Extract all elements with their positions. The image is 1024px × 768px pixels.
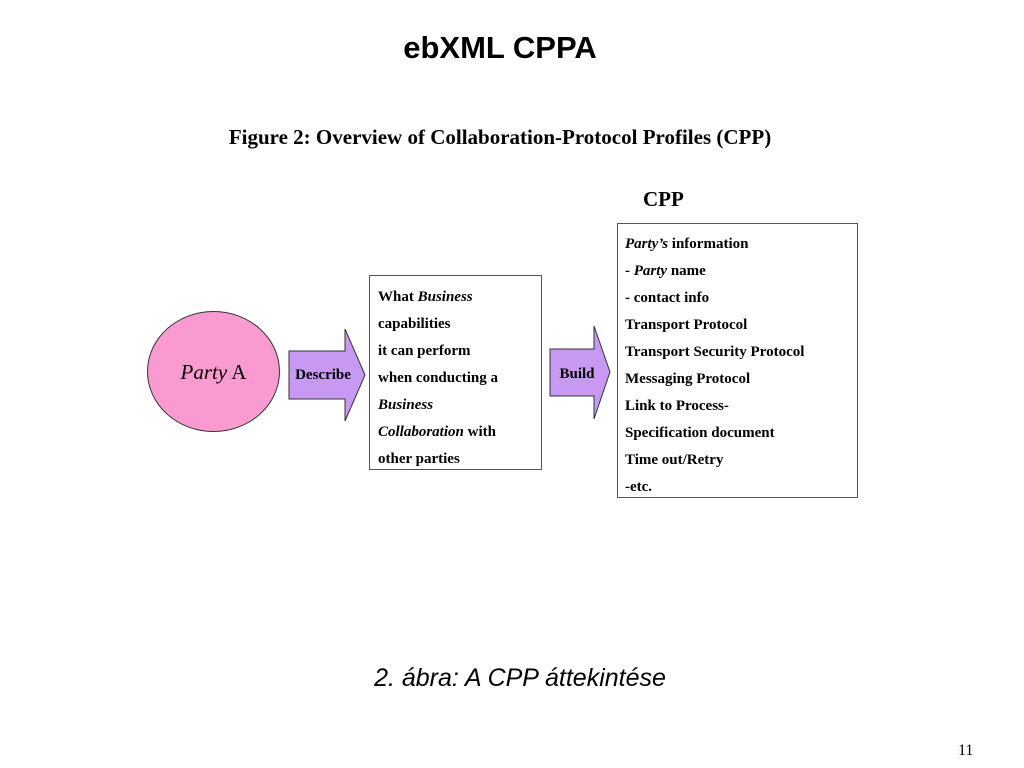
business-line-4: when conducting a — [378, 370, 499, 386]
cpp-line-1: Party’s information — [625, 236, 749, 252]
cpp-line-4: Transport Protocol — [625, 317, 748, 333]
cpp-label: CPP — [643, 187, 684, 211]
party-a-label: Party A — [180, 360, 247, 384]
business-line-1: What Business — [378, 289, 473, 305]
page-number: 11 — [958, 742, 974, 759]
build-arrow — [549, 325, 611, 420]
build-label: Build — [559, 366, 595, 382]
business-line-7: other parties — [378, 451, 460, 467]
cpp-line-2: - Party name — [625, 263, 706, 279]
cpp-line-5: Transport Security Protocol — [625, 344, 805, 360]
bottom-caption: 2. ábra: A CPP áttekintése — [374, 664, 666, 692]
build-arrow-shape — [549, 325, 611, 420]
describe-arrow-shape — [288, 328, 366, 422]
cpp-line-8: Specification document — [625, 425, 775, 441]
describe-arrow — [288, 328, 366, 422]
cpp-line-6: Messaging Protocol — [625, 371, 751, 387]
business-capabilities-box: What Business capabilities it can perfor… — [369, 275, 542, 470]
business-line-3: it can perform — [378, 343, 471, 359]
cpp-line-10: -etc. — [625, 479, 653, 495]
cpp-box: Party’s information - Party name - conta… — [617, 223, 858, 498]
slide-title: ebXML CPPA — [403, 30, 597, 65]
party-a-ellipse — [147, 311, 280, 432]
describe-label: Describe — [295, 367, 351, 383]
figure-caption: Figure 2: Overview of Collaboration-Prot… — [228, 125, 772, 149]
cpp-line-3: - contact info — [625, 290, 710, 306]
business-line-5: Business — [378, 397, 434, 413]
business-line-2: capabilities — [378, 316, 451, 332]
cpp-line-7: Link to Process- — [625, 398, 729, 414]
business-line-6: Collaboration with — [378, 424, 496, 440]
cpp-line-9: Time out/Retry — [625, 452, 724, 468]
